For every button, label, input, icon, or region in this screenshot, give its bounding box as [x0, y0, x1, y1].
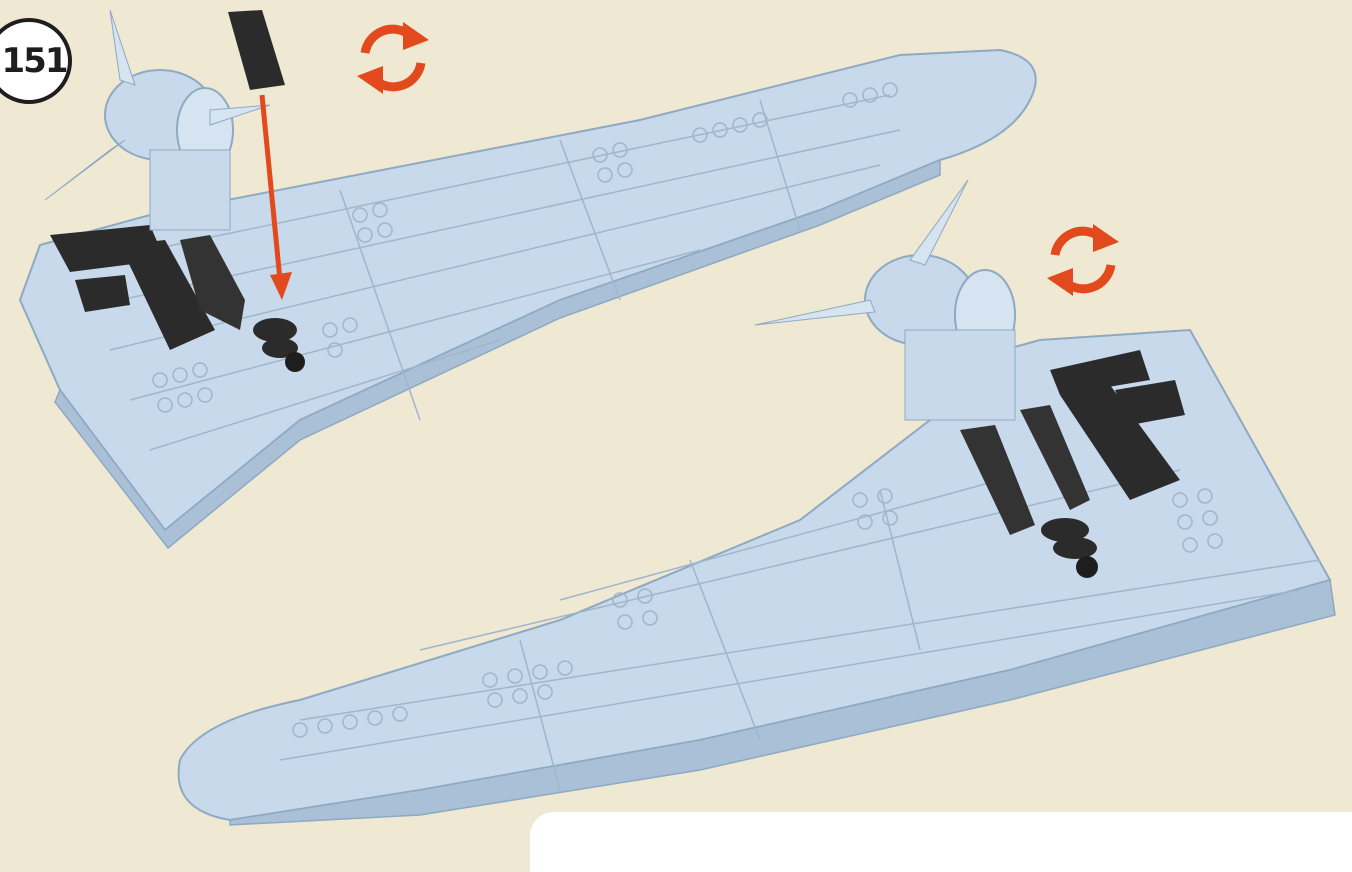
new-brick	[228, 10, 285, 90]
rotate-icon	[357, 22, 429, 94]
build-illustration	[0, 0, 1352, 835]
rotate-icon	[1047, 224, 1119, 296]
step-number: 151	[0, 41, 66, 81]
instruction-scene	[0, 0, 1352, 835]
corner-panel	[530, 812, 1352, 872]
